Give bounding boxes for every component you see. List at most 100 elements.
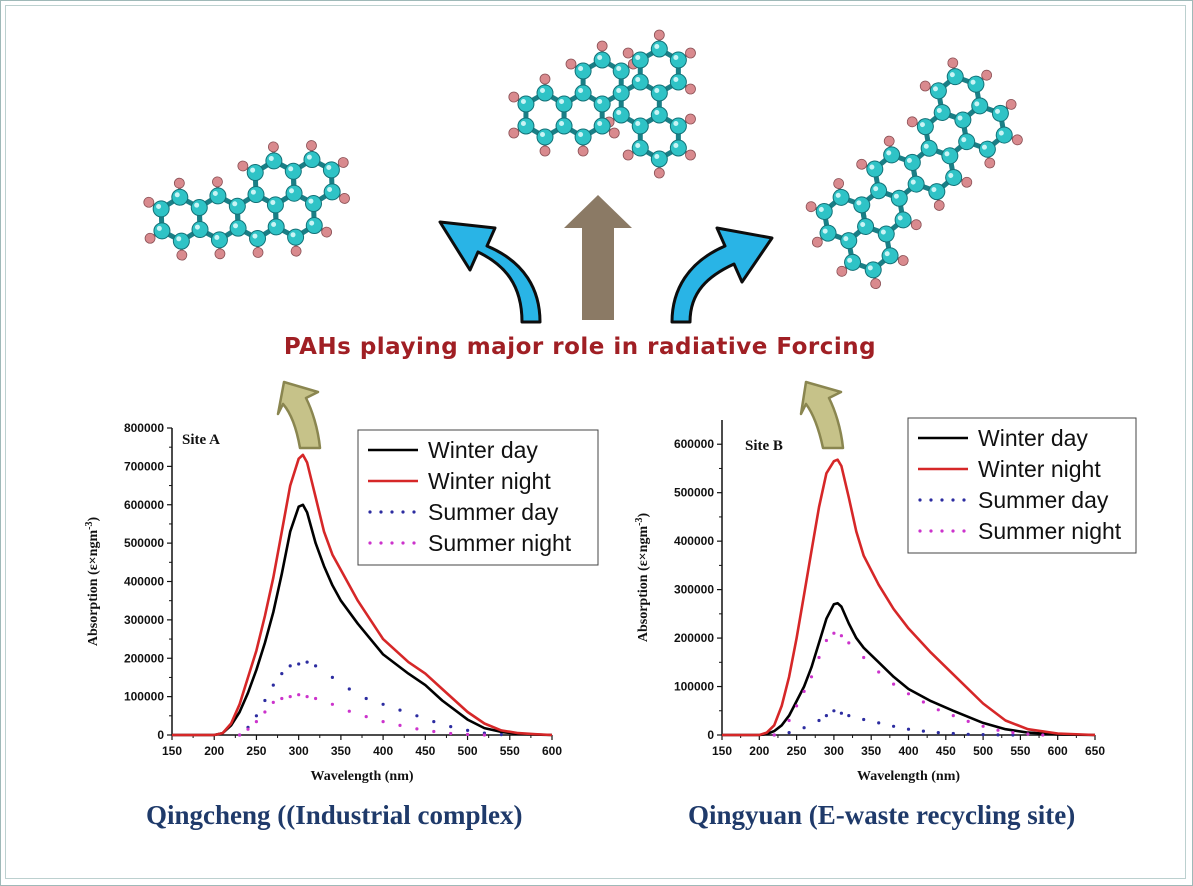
series-point bbox=[280, 696, 284, 701]
series-point bbox=[809, 675, 814, 679]
atom-highlight bbox=[936, 107, 942, 113]
carbon-atom bbox=[249, 230, 267, 248]
carbon-atom bbox=[287, 228, 305, 246]
atom-highlight bbox=[998, 130, 1004, 136]
hydrogen-atom bbox=[577, 145, 589, 157]
series-point bbox=[824, 638, 829, 643]
hydrogen-atom bbox=[984, 157, 996, 169]
series-point bbox=[787, 718, 791, 723]
legend-swatch-dot bbox=[379, 541, 383, 545]
series-point bbox=[398, 708, 402, 712]
carbon-atom bbox=[574, 84, 592, 102]
series-group bbox=[722, 458, 1096, 737]
x-tick-label: 400 bbox=[373, 744, 393, 758]
molecule-center bbox=[508, 29, 696, 179]
carbon-atom bbox=[631, 117, 649, 135]
atom-highlight bbox=[635, 121, 641, 126]
carbon-atom bbox=[247, 186, 265, 204]
series-point bbox=[862, 655, 866, 660]
series-point bbox=[288, 664, 292, 668]
series-point bbox=[305, 695, 309, 699]
x-tick-label: 600 bbox=[542, 744, 562, 758]
hydrogen-atom bbox=[267, 141, 279, 153]
atom-highlight bbox=[635, 55, 641, 60]
atom-highlight bbox=[520, 99, 526, 104]
atom-highlight bbox=[654, 154, 660, 159]
x-tick-label: 350 bbox=[331, 744, 351, 758]
atom-highlight bbox=[961, 137, 967, 143]
atom-highlight bbox=[873, 186, 879, 192]
carbon-atom bbox=[669, 73, 687, 91]
series-point bbox=[466, 732, 470, 737]
y-tick-label: 200000 bbox=[674, 631, 714, 645]
hydrogen-atom bbox=[685, 149, 696, 161]
atom-highlight bbox=[880, 229, 886, 235]
legend-swatch-dot bbox=[401, 541, 405, 545]
carbon-atom bbox=[650, 84, 668, 102]
series-point bbox=[839, 634, 844, 638]
series-point bbox=[862, 717, 866, 722]
series-point bbox=[297, 662, 301, 666]
atom-highlight bbox=[673, 143, 679, 148]
legend-swatch-dot bbox=[962, 498, 966, 502]
x-tick-label: 300 bbox=[824, 744, 844, 758]
series-point bbox=[832, 709, 836, 713]
x-tick-label: 350 bbox=[861, 744, 881, 758]
series-point bbox=[280, 672, 284, 676]
legend-swatch-dot bbox=[951, 498, 955, 502]
carbon-atoms bbox=[152, 151, 341, 250]
y-axis-label-main: Absorption (ε×ngm bbox=[636, 526, 651, 643]
carbon-atom bbox=[555, 95, 573, 113]
legend-swatch-dot bbox=[951, 529, 955, 533]
legend-box bbox=[357, 429, 599, 566]
hydrogen-atom bbox=[143, 196, 155, 208]
olive-curved-arrow-b-icon bbox=[799, 380, 845, 450]
series-point bbox=[305, 660, 309, 664]
series-point bbox=[847, 641, 851, 645]
series-point bbox=[466, 728, 470, 733]
series-point bbox=[449, 731, 453, 736]
series-point bbox=[238, 733, 242, 737]
y-axis-label: Absorption (ε×ngm-3) bbox=[84, 517, 102, 647]
hydrogen-atom bbox=[508, 127, 520, 139]
legend-swatch-dot bbox=[401, 510, 405, 514]
x-tick-label: 250 bbox=[246, 744, 266, 758]
y-tick-label: 100000 bbox=[124, 690, 164, 704]
hydrogen-atom bbox=[883, 135, 895, 147]
hydrogen-atom bbox=[836, 265, 848, 277]
atom-highlight bbox=[156, 203, 162, 209]
olive-curved-arrow-a-icon bbox=[276, 380, 322, 450]
series-point bbox=[981, 733, 985, 737]
carbon-atom bbox=[152, 200, 170, 218]
hydrogen-atom bbox=[1011, 134, 1023, 146]
y-axis-label-superscript: -3 bbox=[634, 518, 645, 526]
atom-highlight bbox=[252, 233, 258, 239]
legend-label: Summer night bbox=[428, 530, 572, 556]
legend-label: Winter day bbox=[978, 425, 1088, 451]
hydrogen-atom bbox=[337, 157, 349, 168]
series-point bbox=[330, 702, 334, 706]
atom-highlight bbox=[910, 179, 916, 185]
legend-swatch-dot bbox=[929, 498, 933, 502]
atom-highlight bbox=[578, 132, 584, 137]
caption-site-a: Qingcheng ((Industrial complex) bbox=[146, 800, 523, 830]
legend-swatch-dot bbox=[918, 529, 922, 533]
series-dots bbox=[772, 631, 1045, 737]
series-point bbox=[415, 727, 419, 731]
hydrogen-atom bbox=[981, 69, 993, 81]
atom-highlight bbox=[597, 55, 603, 60]
hydrogen-atom bbox=[252, 247, 264, 258]
y-tick-label: 200000 bbox=[124, 651, 164, 665]
carbon-atom bbox=[631, 139, 649, 157]
hydrogen-atom bbox=[653, 29, 665, 41]
hydrogen-atom bbox=[173, 177, 185, 189]
x-axis-label: Wavelength (nm) bbox=[310, 769, 413, 784]
x-tick-label: 450 bbox=[415, 744, 435, 758]
legend-box bbox=[907, 417, 1137, 554]
carbon-atom bbox=[285, 184, 303, 202]
x-tick-label: 500 bbox=[458, 744, 478, 758]
